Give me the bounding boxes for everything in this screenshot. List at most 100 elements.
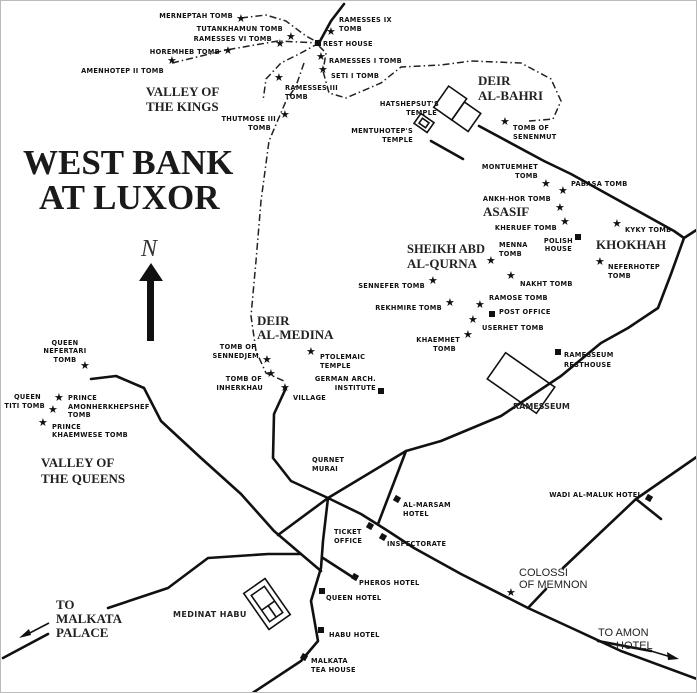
to-malkata-palace: TO [56, 597, 75, 612]
star-icon: ★ [555, 201, 565, 214]
label-habu-hotel: HABU HOTEL [329, 631, 380, 639]
label-neferhotep-tomb: NEFERHOTEP [608, 263, 660, 271]
label-seti-i-tomb: SETI I TOMB [331, 72, 379, 80]
label-polish-house: HOUSE [545, 245, 572, 253]
label-hatshepsut-temple: TEMPLE [406, 109, 437, 117]
label-nakht-tomb: NAKHT TOMB [520, 280, 573, 288]
star-icon: ★ [468, 313, 478, 326]
arrowhead-icon [667, 652, 679, 660]
label-tomb-of-inherkhau: TOMB OF [226, 375, 262, 383]
square-icon [318, 627, 324, 633]
north-letter: N [140, 236, 159, 262]
label-ramesseum-resthouse: RESTHOUSE [564, 361, 611, 369]
area-asasif: ASASIF [483, 204, 529, 219]
area-deir-al-medina: AL-MEDINA [257, 327, 334, 342]
star-icon: ★ [48, 403, 58, 416]
to-malkata-palace: PALACE [56, 625, 108, 640]
star-icon: ★ [38, 416, 48, 429]
star-icon: ★ [318, 63, 328, 76]
tomb-markers: ★ ★ ★ ★ ★ ★ ★ ★ ★ ★ ★ ★ ★ ★ ★ ★ ★ ★ ★ ★ … [38, 12, 622, 599]
star-icon: ★ [54, 391, 64, 404]
label-prince-khaemwese-tomb: PRINCE [52, 423, 81, 431]
label-queen-nefertari-tomb: QUEEN [52, 339, 79, 347]
star-icon: ★ [280, 108, 290, 121]
star-icon: ★ [428, 274, 438, 287]
label-khaemhet-tomb: KHAEMHET [416, 336, 460, 344]
label-ramesses-iii-tomb: TOMB [285, 93, 308, 101]
label-prince-amonherkhepshef-tomb: AMONHERKHEPSHEF [68, 403, 150, 411]
label-mentuhotep-temple: MENTUHOTEP'S [351, 127, 413, 135]
label-queen-nefertari-tomb: TOMB [54, 356, 77, 364]
star-icon: ★ [558, 184, 568, 197]
area-valley-of-queens: VALLEY OF [41, 455, 114, 470]
label-post-office: POST OFFICE [499, 308, 551, 316]
label-ramesses-ix-tomb: TOMB [339, 25, 362, 33]
label-kheruef-tomb: KHERUEF TOMB [495, 224, 557, 232]
colossi-of-memnon: OF MEMNON [519, 579, 587, 591]
label-malkata-tea-house: MALKATA [311, 657, 348, 665]
label-merneptah-tomb: MERNEPTAH TOMB [159, 12, 233, 20]
star-icon: ★ [463, 328, 473, 341]
temple-plans [242, 84, 556, 631]
label-queen-hotel: QUEEN HOTEL [326, 594, 382, 602]
star-icon: ★ [266, 367, 276, 380]
square-icon [489, 311, 495, 317]
label-mentuhotep-temple: TEMPLE [382, 136, 413, 144]
square-icon [575, 234, 581, 240]
label-ticket-office: OFFICE [334, 537, 362, 545]
star-icon: ★ [275, 37, 285, 50]
star-icon: ★ [316, 50, 326, 63]
label-prince-amonherkhepshef-tomb: PRINCE [68, 394, 97, 402]
label-queen-titi-tomb: TITI TOMB [4, 402, 45, 410]
place-labels: MERNEPTAH TOMB TUTANKHAMUN TOMB RAMESSES… [4, 12, 671, 674]
medinat-habu-plan [242, 577, 292, 631]
label-tomb-of-sennedjem: SENNEDJEM [213, 352, 260, 360]
label-ramesses-i-tomb: RAMESSES I TOMB [329, 57, 402, 65]
label-inspectorate: INSPECTORATE [387, 540, 446, 548]
label-german-arch-institute: GERMAN ARCH. [315, 375, 376, 383]
star-icon: ★ [274, 71, 284, 84]
star-icon: ★ [475, 298, 485, 311]
label-tomb-of-sennedjem: TOMB OF [220, 343, 256, 351]
label-rest-house: REST HOUSE [323, 40, 373, 48]
label-qurnet-murai: MURAI [312, 465, 338, 473]
direction-arrows [19, 622, 679, 660]
label-ankh-hor-tomb: ANKH-HOR TOMB [483, 195, 551, 203]
label-userhet-tomb: USERHET TOMB [482, 324, 544, 332]
label-german-arch-institute: INSTITUTE [335, 384, 376, 392]
label-montuemhet-tomb: TOMB [515, 172, 538, 180]
label-tomb-of-senenmut: SENENMUT [513, 133, 557, 141]
building-markers [299, 40, 654, 662]
to-malkata-palace: MALKATA [56, 611, 123, 626]
label-neferhotep-tomb: TOMB [608, 272, 631, 280]
area-valley-of-kings: THE KINGS [146, 99, 219, 114]
to-amon-hotel: HOTEL [616, 640, 653, 652]
area-sheikh-abd-al-qurna: AL-QURNA [407, 256, 478, 271]
north-arrow-icon [139, 263, 163, 341]
star-icon: ★ [541, 177, 551, 190]
label-malkata-tea-house: TEA HOUSE [311, 666, 356, 674]
label-queen-titi-tomb: QUEEN [14, 393, 41, 401]
star-icon: ★ [280, 381, 290, 394]
label-ramesses-ix-tomb: RAMESSES IX [339, 16, 392, 24]
area-deir-al-medina: DEIR [257, 313, 290, 328]
ramesseum-plan [486, 351, 556, 415]
mentuhotep-temple-plan [412, 112, 436, 134]
square-icon [378, 532, 388, 542]
star-icon: ★ [326, 25, 336, 38]
area-khokhah: KHOKHAH [596, 237, 666, 252]
star-icon: ★ [223, 44, 233, 57]
label-ramesses-iii-tomb: RAMESSES III [285, 84, 338, 92]
label-menna-tomb: MENNA [499, 241, 528, 249]
label-polish-house: POLISH [544, 237, 573, 245]
square-icon [378, 388, 384, 394]
label-sennefer-tomb: SENNEFER TOMB [358, 282, 425, 290]
to-amon-hotel: TO AMON [598, 627, 649, 639]
footpaths [171, 14, 562, 382]
label-ptolemaic-temple: PTOLEMAIC [320, 353, 365, 361]
label-pheros-hotel: PHEROS HOTEL [359, 579, 420, 587]
area-valley-of-queens: THE QUEENS [41, 471, 125, 486]
